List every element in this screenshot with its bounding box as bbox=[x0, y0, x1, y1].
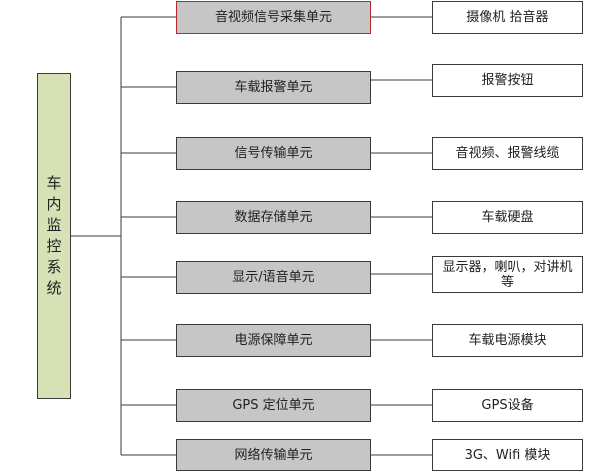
device-box-hard-disk: 车载硬盘 bbox=[432, 201, 583, 234]
unit-label: 电源保障单元 bbox=[234, 333, 313, 348]
unit-label: GPS 定位单元 bbox=[232, 398, 315, 413]
unit-label: 音视频信号采集单元 bbox=[214, 10, 332, 25]
unit-label: 数据存储单元 bbox=[234, 210, 313, 225]
unit-box-network: 网络传输单元 bbox=[176, 439, 371, 471]
unit-box-gps: GPS 定位单元 bbox=[176, 389, 371, 422]
unit-box-alarm: 车载报警单元 bbox=[176, 71, 371, 104]
device-box-cables: 音视频、报警线缆 bbox=[432, 137, 583, 170]
unit-box-transmission: 信号传输单元 bbox=[176, 137, 371, 170]
device-label: 车载电源模块 bbox=[468, 333, 547, 348]
device-label: 显示器，喇叭，对讲机等 bbox=[442, 259, 573, 290]
device-box-display-speaker: 显示器，喇叭，对讲机等 bbox=[432, 256, 583, 293]
device-label: 报警按钮 bbox=[481, 73, 534, 88]
root-label: 车内监控系统 bbox=[46, 174, 62, 297]
device-box-power-module: 车载电源模块 bbox=[432, 324, 583, 357]
unit-label: 信号传输单元 bbox=[234, 146, 313, 161]
device-box-camera-mic: 摄像机 拾音器 bbox=[432, 1, 583, 34]
unit-label: 网络传输单元 bbox=[234, 447, 313, 463]
device-label: 摄像机 拾音器 bbox=[466, 10, 549, 25]
unit-label: 显示/语音单元 bbox=[232, 270, 315, 285]
device-label: 车载硬盘 bbox=[481, 210, 534, 225]
device-box-gps: GPS设备 bbox=[432, 389, 583, 422]
unit-box-display-voice: 显示/语音单元 bbox=[176, 261, 371, 294]
root-node: 车内监控系统 bbox=[37, 73, 71, 399]
device-label: 3G、Wifi 模块 bbox=[464, 447, 551, 463]
unit-box-av-capture: 音视频信号采集单元 bbox=[176, 1, 371, 34]
device-box-alarm-button: 报警按钮 bbox=[432, 64, 583, 97]
unit-box-storage: 数据存储单元 bbox=[176, 201, 371, 234]
device-label: 音视频、报警线缆 bbox=[455, 146, 560, 161]
device-label: GPS设备 bbox=[481, 398, 534, 413]
device-box-network-module: 3G、Wifi 模块 bbox=[432, 439, 583, 471]
unit-label: 车载报警单元 bbox=[234, 80, 313, 95]
unit-box-power: 电源保障单元 bbox=[176, 324, 371, 357]
